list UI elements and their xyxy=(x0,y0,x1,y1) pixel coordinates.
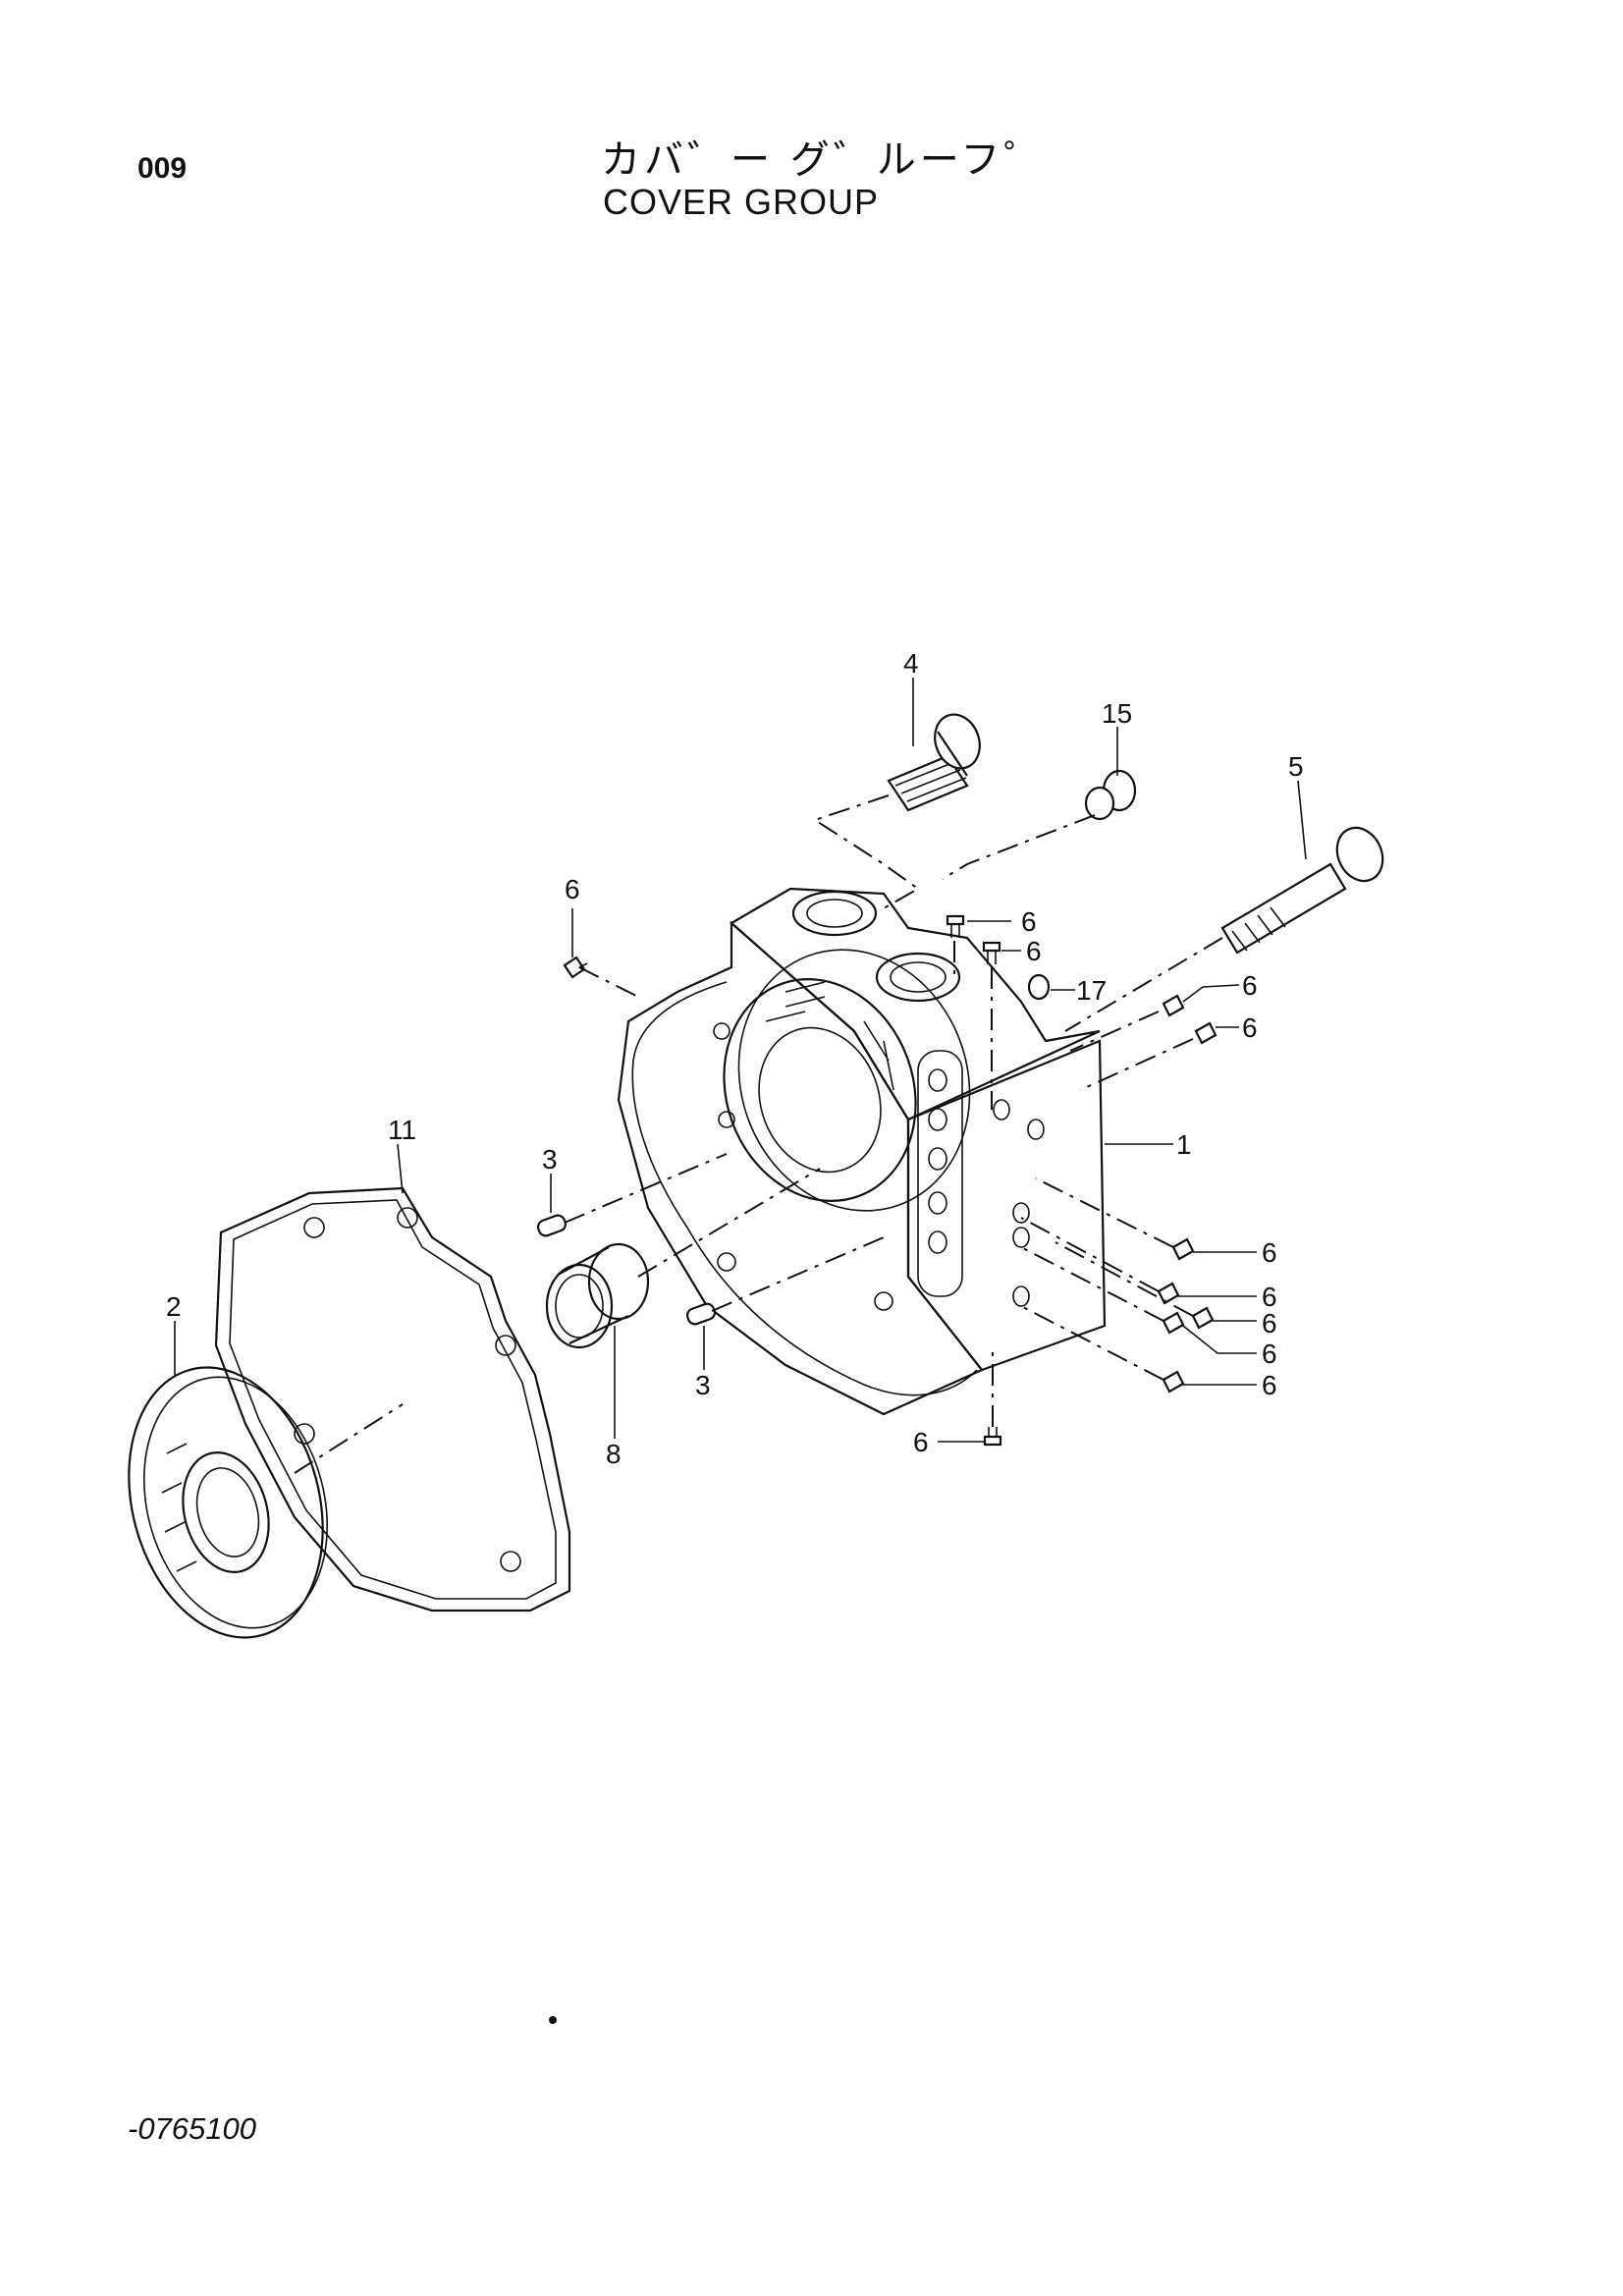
callout-6-r3: 6 xyxy=(1262,1308,1277,1339)
callout-5: 5 xyxy=(1288,751,1304,782)
screw-6-r1 xyxy=(1171,1237,1195,1261)
plug-15 xyxy=(1084,769,1137,821)
callout-15: 15 xyxy=(1102,698,1132,729)
title-japanese: カバ゛ー グ゛ルーフ゜ xyxy=(601,137,1048,183)
screw-6-top-a xyxy=(946,914,965,938)
callout-6-r1: 6 xyxy=(1262,1237,1277,1268)
callout-8: 8 xyxy=(606,1439,622,1469)
callout-3-top: 3 xyxy=(542,1144,558,1175)
screw-6-r3 xyxy=(1191,1306,1215,1330)
leader-lines xyxy=(174,678,1307,1443)
callout-6-r5: 6 xyxy=(1262,1370,1277,1400)
pin-bottom xyxy=(685,1302,717,1326)
callout-1: 1 xyxy=(1176,1129,1192,1160)
assembly-lines xyxy=(294,794,1223,1474)
screw-6-r4 xyxy=(1162,1311,1185,1335)
callout-6-a: 6 xyxy=(1021,906,1037,937)
gasket xyxy=(214,1186,571,1613)
document-code: -0765100 xyxy=(128,2111,257,2146)
cover-body xyxy=(617,887,1107,1416)
page-number: 009 xyxy=(137,152,188,185)
callout-6-top-left: 6 xyxy=(565,874,580,904)
callout-17: 17 xyxy=(1076,975,1107,1006)
title-english: COVER GROUP xyxy=(603,182,880,222)
callout-6-bottom: 6 xyxy=(913,1427,929,1457)
callout-11: 11 xyxy=(388,1115,416,1145)
screw-6-top-left xyxy=(563,956,588,979)
callout-4: 4 xyxy=(903,648,919,679)
o-ring-17 xyxy=(1027,973,1051,1001)
callout-2: 2 xyxy=(166,1291,182,1322)
needle-bearing xyxy=(545,1242,650,1349)
scan-dot xyxy=(549,2016,557,2024)
callout-6-b: 6 xyxy=(1026,936,1042,966)
socket-bolt-4 xyxy=(887,713,981,812)
screw-6-r2 xyxy=(1157,1282,1180,1305)
callout-6-r2: 6 xyxy=(1262,1282,1277,1312)
callout-6-c: 6 xyxy=(1242,970,1258,1001)
pin-top xyxy=(536,1214,568,1237)
callout-3-bottom: 3 xyxy=(695,1370,711,1400)
valve-plate xyxy=(128,1366,329,1639)
screw-6-right-b xyxy=(1194,1021,1217,1045)
screw-6-r5 xyxy=(1162,1370,1185,1394)
callout-6-r4: 6 xyxy=(1262,1339,1277,1369)
screw-6-top-b xyxy=(982,941,1001,964)
screw-6-right-a xyxy=(1162,994,1185,1017)
screw-6-bottom xyxy=(983,1427,1002,1447)
callout-6-d: 6 xyxy=(1242,1012,1258,1043)
socket-bolt-5 xyxy=(1220,826,1384,955)
